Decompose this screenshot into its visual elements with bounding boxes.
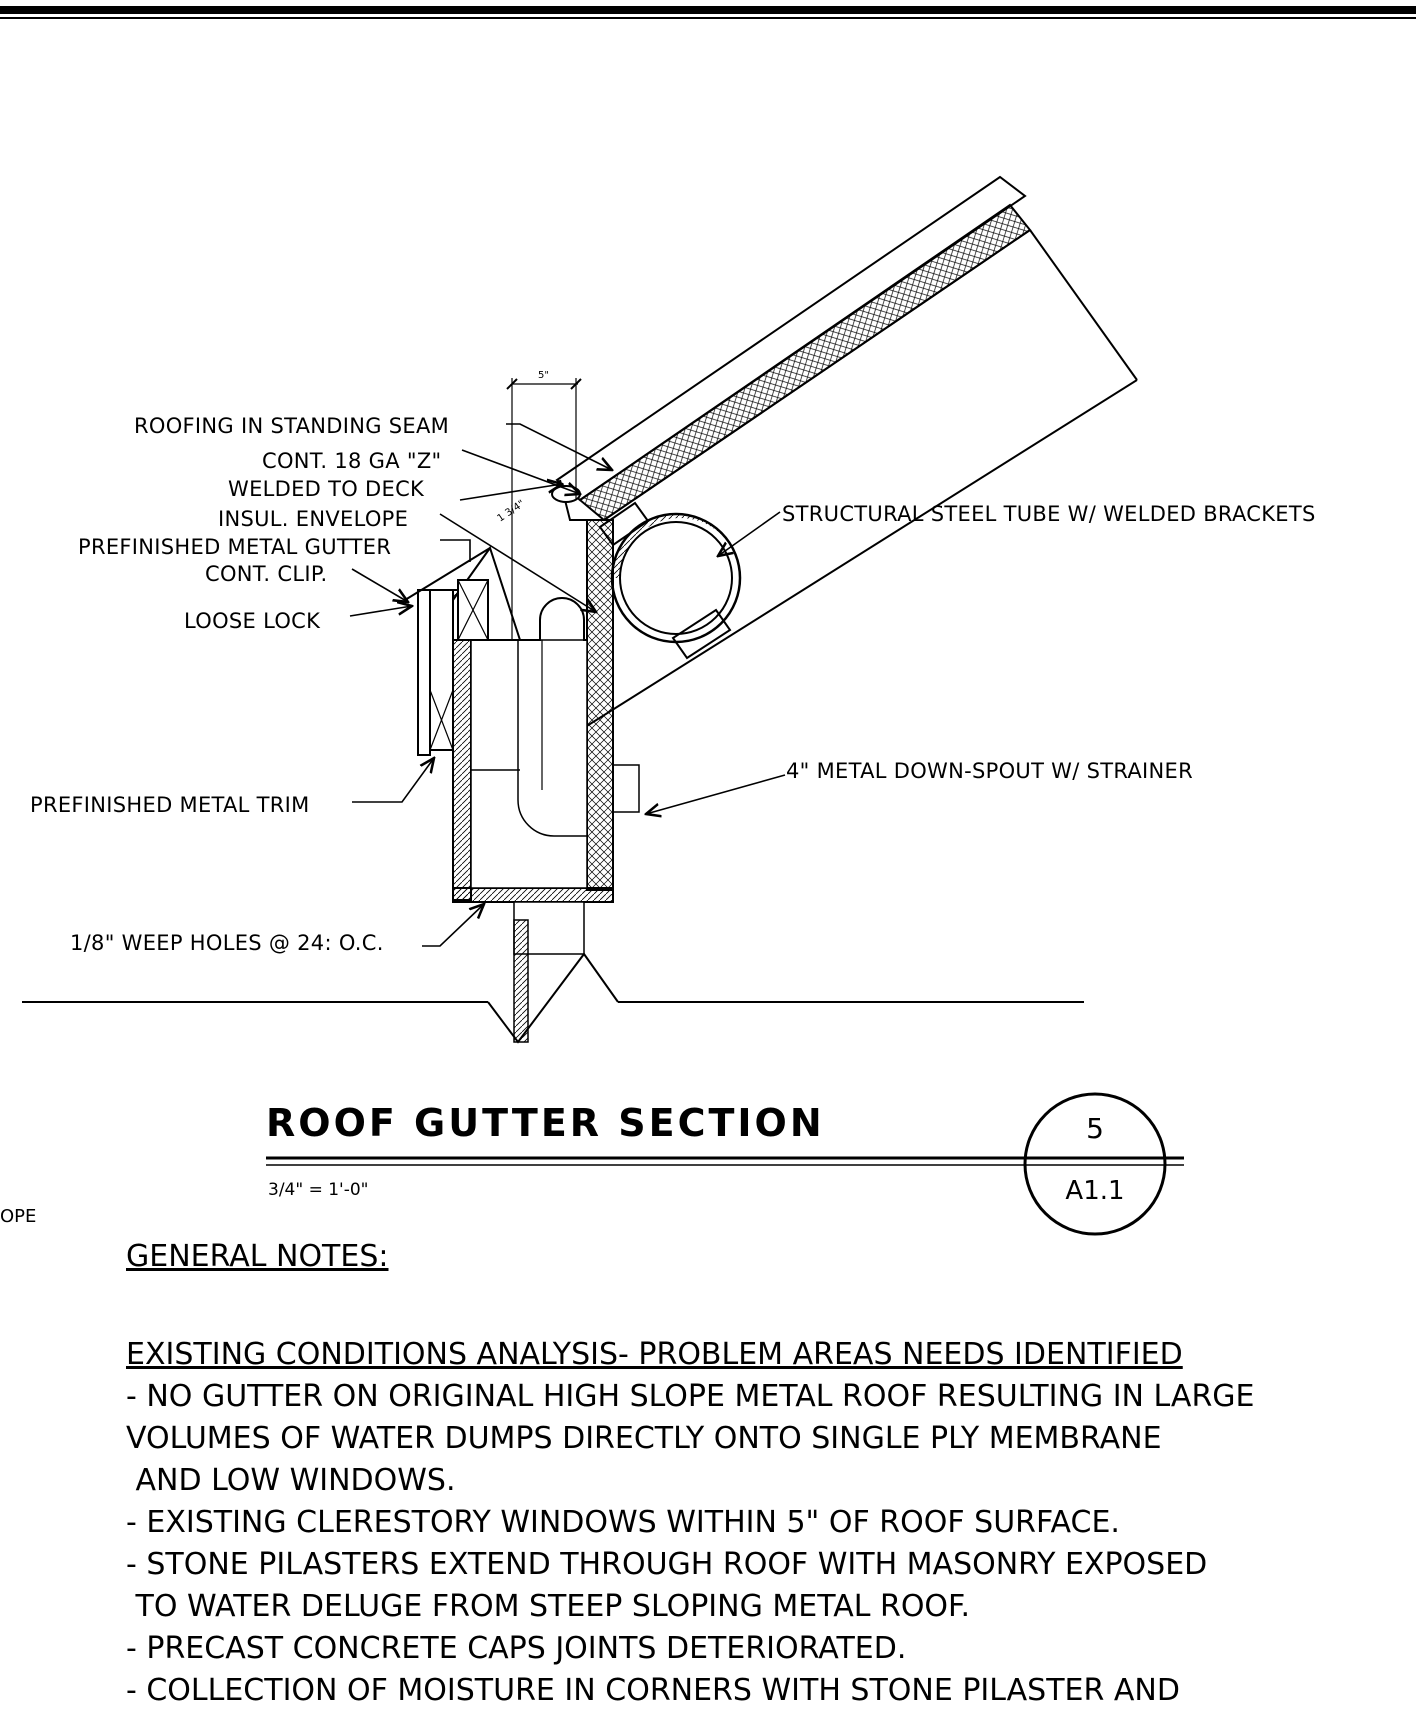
- note-line: VOLUMES OF WATER DUMPS DIRECTLY ONTO SIN…: [126, 1421, 1162, 1456]
- fascia-board: [429, 589, 454, 751]
- callout-loose-lock: LOOSE LOCK: [184, 609, 321, 633]
- grade-break: [487, 952, 619, 1044]
- roof-underside: [603, 229, 1031, 521]
- callout-gutter: PREFINISHED METAL GUTTER: [78, 535, 391, 559]
- gutter-inner-wall: [586, 519, 614, 891]
- general-notes: GENERAL NOTES: EXISTING CONDITIONS ANALY…: [126, 1236, 1396, 1712]
- strainer-box: [612, 764, 640, 813]
- leader-steel-tube: [718, 511, 781, 556]
- leader-trim: [352, 758, 434, 803]
- top-border-thin: [0, 17, 1416, 19]
- roof-deck-panel: [555, 175, 1027, 502]
- dimension-134-label: 1 3/4": [496, 498, 527, 524]
- callout-z-clip: CONT. 18 GA "Z": [262, 449, 442, 473]
- gutter-lip: [404, 547, 587, 641]
- notes-subheading: EXISTING CONDITIONS ANALYSIS- PROBLEM AR…: [126, 1337, 1183, 1372]
- leader-z-clip: [461, 449, 580, 494]
- callout-welded: WELDED TO DECK: [228, 477, 425, 501]
- callout-roofing: ROOFING IN STANDING SEAM: [134, 414, 449, 438]
- note-line: - NO GUTTER ON ORIGINAL HIGH SLOPE METAL…: [126, 1379, 1255, 1414]
- dimension-5-label: 5": [538, 370, 549, 381]
- title-block-lines: [266, 1092, 1184, 1236]
- callout-leaders: [349, 423, 786, 947]
- gutter-cavity: [470, 639, 588, 889]
- leader-gutter: [440, 539, 471, 562]
- trim-plate: [417, 589, 431, 756]
- callout-weep: 1/8" WEEP HOLES @ 24: O.C.: [70, 931, 384, 955]
- detail-bubble: [1023, 1092, 1167, 1236]
- dimension-5in: [506, 378, 582, 640]
- note-line: AND LOW WINDOWS.: [126, 1463, 456, 1498]
- note-line: - PRECAST CONCRETE CAPS JOINTS DETERIORA…: [126, 1631, 907, 1666]
- steel-tube: [598, 501, 742, 660]
- callout-steel-tube: STRUCTURAL STEEL TUBE W/ WELDED BRACKETS: [782, 502, 1316, 526]
- sheet-reference: A1.1: [1065, 1176, 1125, 1206]
- callout-downspout: 4" METAL DOWN-SPOUT W/ STRAINER: [786, 759, 1193, 783]
- roof-insulation: [578, 203, 1032, 522]
- leader-welded: [459, 484, 562, 501]
- callout-trim: PREFINISHED METAL TRIM: [30, 793, 310, 817]
- callout-clip: CONT. CLIP.: [205, 562, 328, 586]
- roof-rafter-end: [1029, 229, 1138, 381]
- note-line: TO WATER DELUGE FROM STEEP SLOPING METAL…: [126, 1589, 971, 1624]
- roof-assembly: [519, 175, 1138, 769]
- note-line: - COLLECTION OF MOISTURE IN CORNERS WITH…: [126, 1673, 1180, 1708]
- gutter-body: [404, 479, 640, 903]
- leader-roofing: [506, 423, 612, 470]
- tube-bracket-bottom: [671, 608, 732, 660]
- roof-rafter-bottom: [519, 379, 1138, 769]
- top-border-thick: [0, 6, 1416, 14]
- detail-number: 5: [1086, 1112, 1104, 1145]
- leader-downspout: [646, 774, 786, 814]
- callout-insul: INSUL. ENVELOPE: [218, 507, 408, 531]
- downspout-elbow: [517, 640, 587, 837]
- note-line: - STONE PILASTERS EXTEND THROUGH ROOF WI…: [126, 1547, 1208, 1582]
- leader-insul: [439, 513, 596, 612]
- leader-weep: [422, 904, 484, 947]
- note-line: - EXISTING CLERESTORY WINDOWS WITHIN 5" …: [126, 1505, 1120, 1540]
- drawing-title: ROOF GUTTER SECTION: [266, 1101, 825, 1145]
- leader-clip: [351, 568, 408, 602]
- notes-heading: GENERAL NOTES:: [126, 1239, 389, 1274]
- leader-loose-lock: [349, 606, 412, 617]
- downspout-and-grade: [22, 901, 1084, 1044]
- drawing-scale: 3/4" = 1'-0": [268, 1180, 369, 1200]
- edge-text-fragment: OPE: [0, 1206, 37, 1227]
